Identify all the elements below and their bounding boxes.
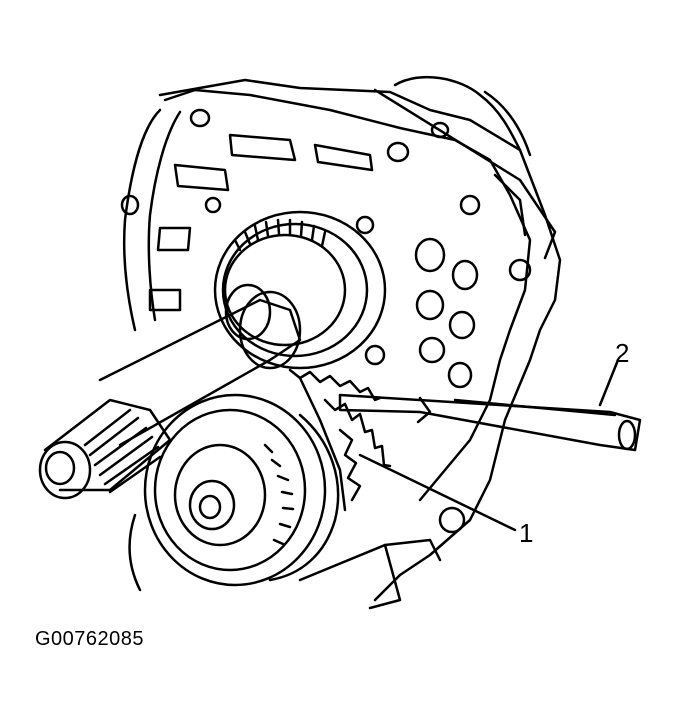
leader-line-1	[358, 453, 517, 532]
input-bearing	[213, 210, 387, 370]
callout-label-1: 1	[519, 518, 534, 548]
housing-flange	[120, 88, 532, 534]
figure-id-label: G00762085	[35, 628, 145, 650]
housing-pockets	[148, 133, 479, 389]
counter-gear	[288, 368, 392, 512]
callout-label-2: 2	[615, 338, 630, 368]
leader-line-2	[598, 358, 620, 407]
support-block	[128, 513, 442, 610]
main-shaft	[38, 283, 302, 500]
cluster-gear	[143, 393, 340, 587]
feeler-gauge	[338, 393, 642, 452]
